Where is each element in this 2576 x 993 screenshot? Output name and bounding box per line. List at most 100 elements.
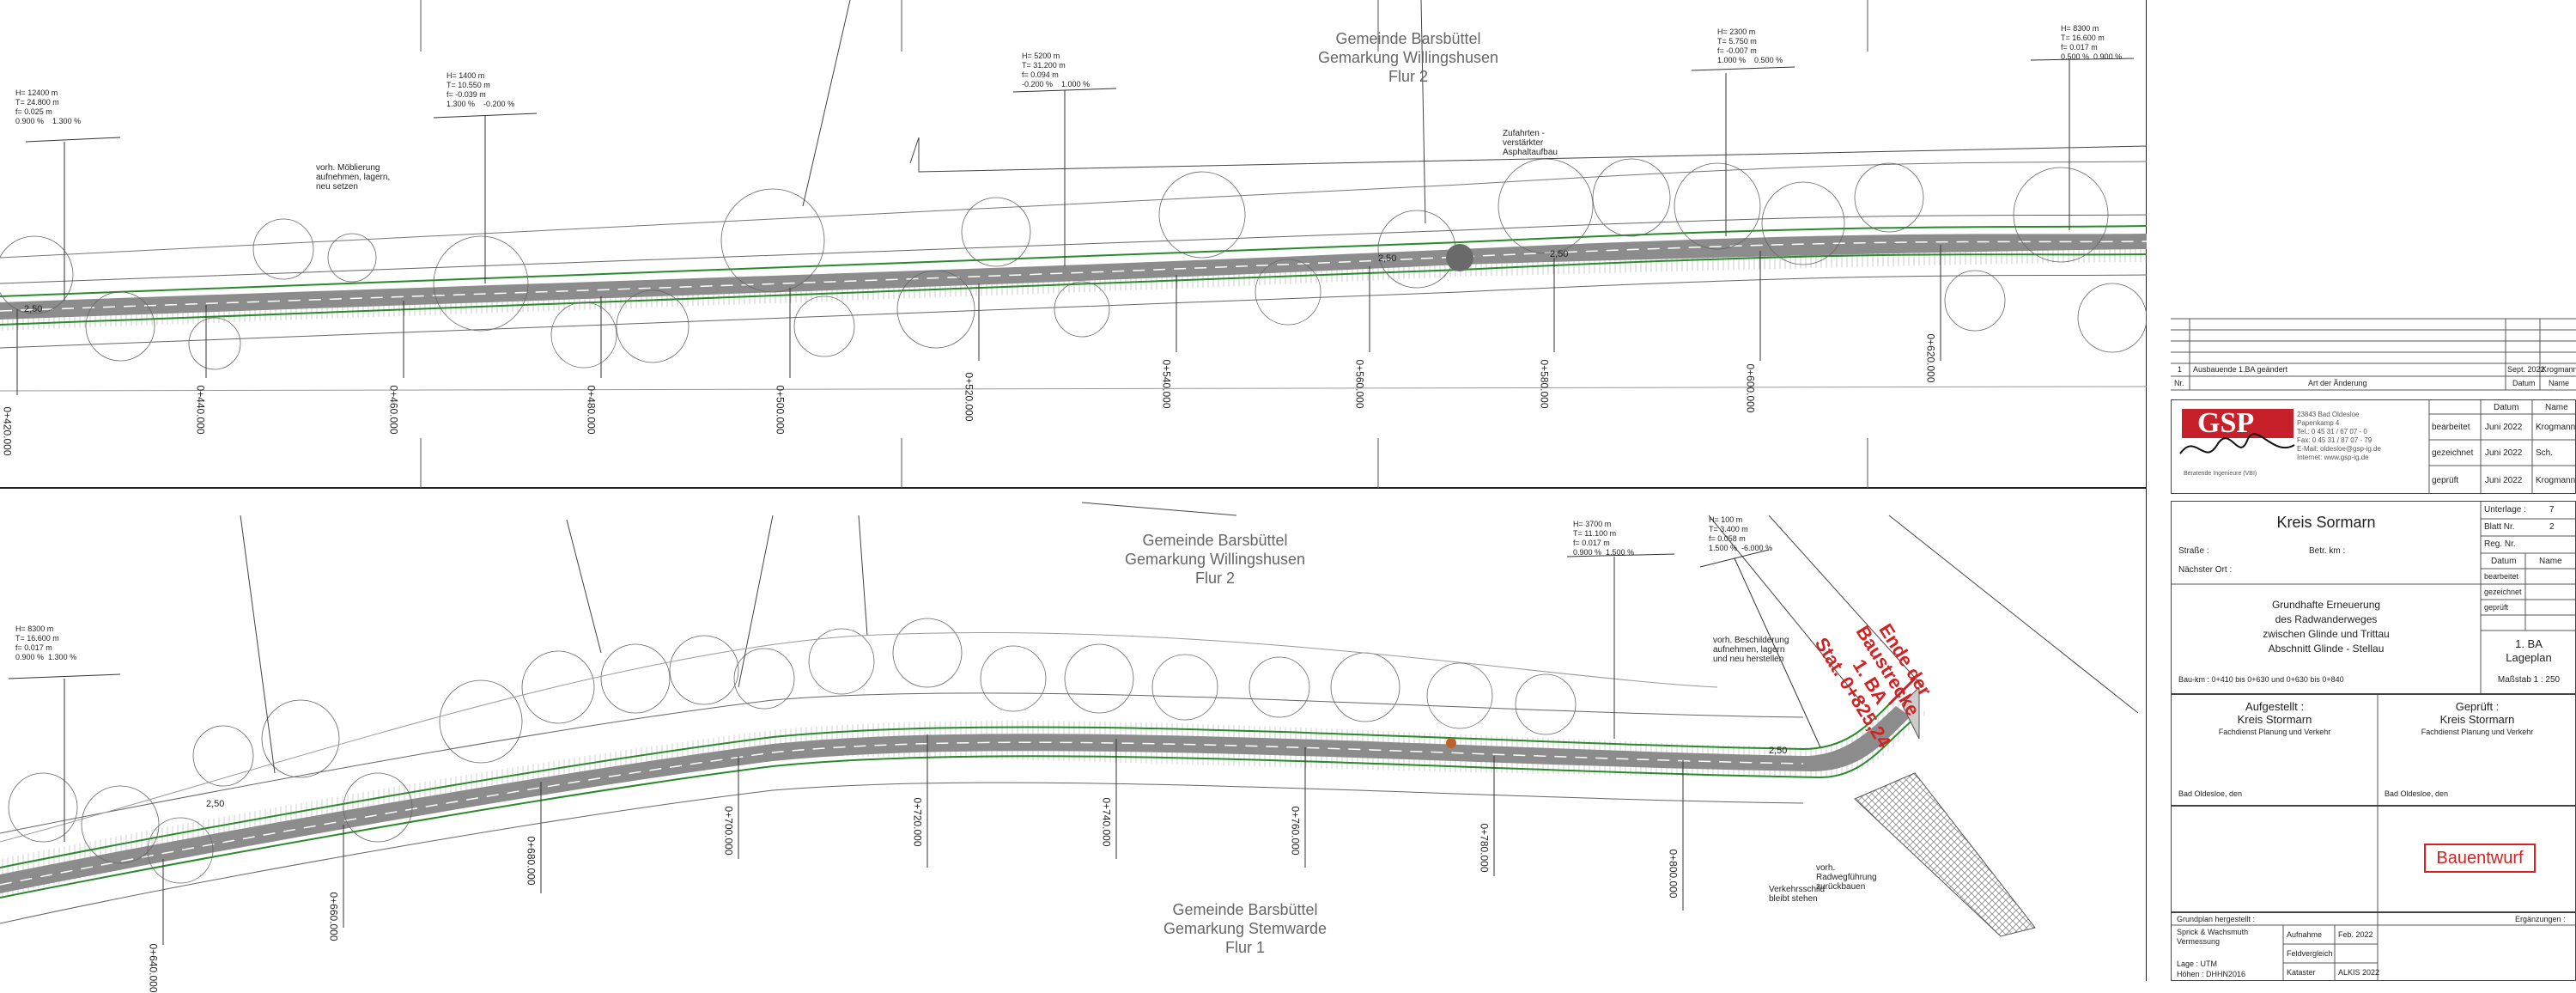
curve-slopes: 0.900 % 1.500 %	[1573, 548, 1634, 557]
footer-grid	[2172, 913, 2575, 980]
revision-text: Ausbauende 1.BA geändert	[2193, 365, 2288, 374]
project-betr-km: Betr. km :	[2309, 546, 2346, 556]
curve-h: H= 100 m	[1709, 515, 1743, 524]
company-address: 23843 Bad Oldesloe Papenkamp 4 Tel.: 0 4…	[2297, 411, 2381, 462]
curve-t: T= 5.750 m	[1717, 37, 1757, 46]
bottom-boundaries	[0, 502, 2139, 843]
top-municipality-label: Gemeinde Barsbüttel Gemarkung Willingshu…	[1297, 29, 1520, 86]
project-col-name: Name	[2539, 557, 2562, 566]
bottom-district2: Gemarkung Stemwarde	[1163, 920, 1327, 937]
footer-block: Grundplan hergestellt : Ergänzungen : Sp…	[2171, 912, 2576, 981]
footer-feldvergleich: Feldvergleich	[2287, 949, 2333, 958]
top-station-ticks	[16, 245, 1941, 395]
top-width-label-3: 2,50	[1550, 249, 1569, 259]
curve-h: H= 8300 m	[2061, 24, 2099, 33]
top-curve-1: H= 12400 m T= 24.800 m f= 0.025 m 0.900 …	[15, 88, 81, 126]
bottom-road	[0, 677, 2036, 937]
project-naechster-ort: Nächster Ort :	[2178, 565, 2233, 575]
revision-date: Sept. 2022	[2507, 365, 2545, 374]
curve-t: T= 10.550 m	[447, 81, 490, 89]
bottom-station-8: 0+780.000	[1478, 823, 1491, 873]
bottom-municipality2-label: Gemeinde Barsbüttel Gemarkung Stemwarde …	[1133, 900, 1357, 957]
bottom-curve-leaders	[8, 549, 1821, 842]
company-row-name: Sch.	[2536, 448, 2554, 458]
curve-t: T= 16.600 m	[2061, 34, 2105, 42]
curve-f: f= 0.058 m	[1709, 534, 1746, 543]
logo-red-band	[2182, 409, 2293, 438]
curve-slope-in: 0.500 %	[2061, 52, 2090, 61]
bottom-station-9: 0+800.000	[1667, 849, 1680, 899]
top-station-2: 0+440.000	[194, 385, 207, 435]
bottom-station-1: 0+640.000	[147, 943, 160, 993]
footer-hoehen: Höhen : DHHN2016	[2177, 970, 2246, 978]
top-curve-4: H= 2300 m T= 5.750 m f= -0.007 m 1.000 %…	[1717, 27, 1783, 65]
bottom-curve-1: H= 8300 m T= 16.600 m f= 0.017 m 0.900 %…	[15, 624, 76, 662]
top-curve-3: H= 5200 m T= 31.200 m f= 0.094 m -0.200 …	[1022, 52, 1090, 89]
curve-h: H= 1400 m	[447, 71, 485, 80]
revision-table: 1 Ausbauende 1.BA geändert Sept. 2022 Kr…	[2171, 318, 2576, 392]
approval-left-title: Aufgestellt :	[2245, 700, 2304, 713]
address-line: Tel.: 0 45 31 / 67 07 - 0	[2297, 428, 2367, 436]
top-curve-2: H= 1400 m T= 10.550 m f= -0.039 m 1.300 …	[447, 71, 514, 109]
top-manhole	[1446, 244, 1473, 271]
project-block: Kreis Sormarn Straße : Betr. km : Nächst…	[2171, 501, 2576, 694]
bottom-curve-2: H= 3700 m T= 11.100 m f= 0.017 m 0.900 %…	[1573, 520, 1634, 557]
footer-aufnahme: Aufnahme	[2287, 930, 2323, 939]
project-col-datum: Datum	[2491, 557, 2517, 566]
curve-t: T= 11.100 m	[1573, 529, 1617, 538]
top-width-label-1: 2,50	[24, 304, 43, 314]
top-curve-5: H= 8300 m T= 16.600 m f= 0.017 m 0.500 %…	[2061, 24, 2122, 62]
approval-block: Aufgestellt : Kreis Stormarn Fachdienst …	[2171, 694, 2576, 806]
company-row-date: Juni 2022	[2485, 448, 2523, 458]
curve-slope-out: -0.200 %	[483, 100, 515, 108]
footer-vermessung-line: Sprick & Wachsmuth	[2177, 928, 2249, 936]
curve-slope-out: -6.000 %	[1741, 544, 1773, 552]
revision-col-art: Art der Änderung	[2308, 379, 2367, 387]
curve-t: T= 31.200 m	[1022, 61, 1066, 70]
approval-left-place: Bad Oldesloe, den	[2178, 789, 2243, 798]
bottom-note-sign: Verkehrsschild bleibt stehen	[1769, 885, 1826, 904]
project-title-line: zwischen Glinde und Trittau	[2263, 628, 2390, 640]
bottom-parcel: Flur 2	[1194, 570, 1235, 587]
project-row-label: bearbeitet	[2484, 572, 2519, 581]
address-line: 23843 Bad Oldesloe	[2297, 411, 2360, 418]
top-station-7: 0+540.000	[1160, 359, 1173, 409]
curve-slopes: 0.900 % 1.300 %	[15, 117, 81, 126]
revision-col-nr: Nr.	[2174, 379, 2184, 387]
curve-f: f= -0.039 m	[447, 90, 486, 99]
project-bau-km: Bau-km : 0+410 bis 0+630 und 0+630 bis 0…	[2178, 675, 2344, 684]
project-client: Kreis Sormarn	[2276, 514, 2376, 531]
curve-h: H= 12400 m	[15, 88, 58, 97]
curve-t: T= 16.600 m	[15, 634, 59, 643]
curve-slope-out: 0.500 %	[1754, 56, 1783, 64]
bottom-trees	[8, 618, 1577, 884]
address-line: E-Mail: oldesloe@gsp-ig.de	[2297, 445, 2381, 453]
curve-slopes: 0.900 % 1.300 %	[15, 653, 76, 662]
top-station-4: 0+480.000	[585, 385, 598, 435]
site-plan: Gemeinde Barsbüttel Gemarkung Willingshu…	[0, 0, 2147, 993]
company-row-label: gezeichnet	[2432, 448, 2474, 458]
curve-slope-in: 0.900 %	[15, 117, 45, 125]
signature-icon	[2179, 433, 2295, 454]
bottom-parcel2: Flur 1	[1224, 939, 1265, 956]
curve-slopes: -0.200 % 1.000 %	[1022, 80, 1090, 89]
revision-col-name: Name	[2549, 379, 2570, 387]
top-note-access: Zufahrten - verstärkter Asphaltaufbau	[1503, 129, 1558, 157]
approval-right-org: Kreis Stormarn	[2439, 713, 2515, 726]
approval-right-title: Geprüft :	[2455, 700, 2500, 713]
project-reg-label: Reg. Nr.	[2484, 539, 2516, 549]
curve-slope-out: 1.500 %	[1606, 548, 1635, 557]
address-line: Internet: www.gsp-ig.de	[2297, 454, 2369, 461]
approval-left: Aufgestellt : Kreis Stormarn Fachdienst …	[2172, 700, 2378, 739]
top-curve-leaders	[25, 58, 2135, 301]
bottom-station-6: 0+740.000	[1100, 797, 1113, 847]
top-station-1: 0+420.000	[1, 406, 14, 456]
bottom-station-5: 0+720.000	[911, 797, 924, 847]
company-subtitle: Beratende Ingenieure (VBI)	[2184, 471, 2257, 477]
top-parcel: Flur 2	[1388, 68, 1428, 85]
plan-drawing	[0, 0, 2147, 981]
curve-f: f= 0.017 m	[15, 643, 52, 652]
top-station-8: 0+560.000	[1353, 359, 1366, 409]
bauentwurf-stamp: Bauentwurf	[2424, 844, 2536, 873]
drawing-title-line: Lageplan	[2506, 651, 2552, 664]
